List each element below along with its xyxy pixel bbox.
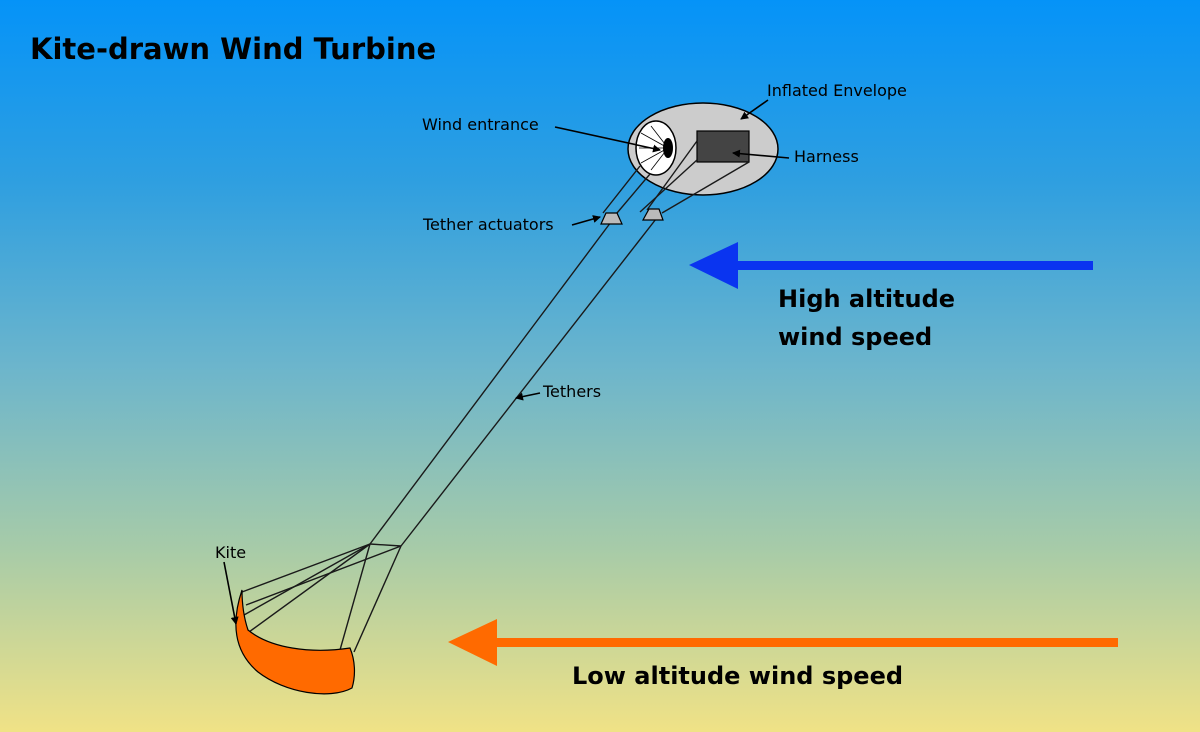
tether-actuator-right <box>641 208 664 221</box>
wind-entrance-label: Wind entrance <box>422 115 539 134</box>
low-altitude-wind-arrow <box>448 619 1118 666</box>
tether-actuator-left <box>600 212 623 225</box>
tether-actuators <box>600 208 664 225</box>
harness-leader <box>732 149 790 159</box>
kite-leader <box>223 561 239 625</box>
high-altitude-label-line1: High altitude <box>778 285 955 313</box>
tethers-label: Tethers <box>542 382 601 401</box>
tethers <box>369 218 657 547</box>
tether-junction <box>369 543 402 547</box>
tether-left <box>369 221 612 545</box>
tether-actuators-label: Tether actuators <box>422 215 554 234</box>
low-altitude-label: Low altitude wind speed <box>572 662 903 690</box>
envelope-leader <box>740 99 769 120</box>
high-altitude-label-line2: wind speed <box>778 323 932 351</box>
harness <box>696 130 750 163</box>
actuator-lines <box>602 140 750 214</box>
tethers-leader <box>515 392 541 401</box>
diagram-title: Kite-drawn Wind Turbine <box>30 32 436 66</box>
wind-entrance-leader <box>554 126 661 153</box>
kite-label: Kite <box>215 543 246 562</box>
tether-actuators-leader <box>571 215 601 226</box>
high-altitude-wind-arrow <box>689 242 1093 289</box>
wind-entrance <box>635 120 677 176</box>
inflated-envelope-label: Inflated Envelope <box>767 81 907 100</box>
tether-right <box>400 218 657 547</box>
harness-label: Harness <box>794 147 859 166</box>
kite-bridle <box>241 543 402 653</box>
kite <box>235 589 356 695</box>
